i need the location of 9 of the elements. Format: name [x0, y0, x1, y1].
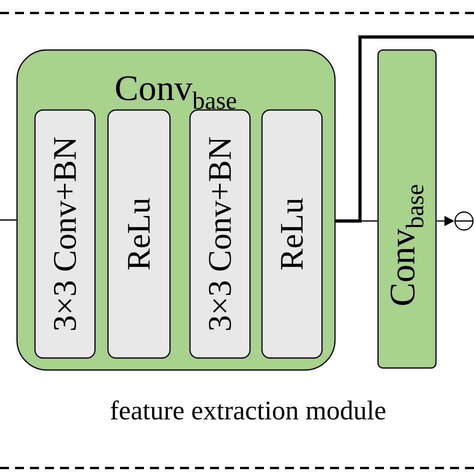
- layer-box: ReLu: [107, 109, 171, 359]
- module-caption: feature extraction module: [110, 400, 386, 420]
- connector-line: [336, 35, 474, 223]
- layer-box: Conv$_{base}$: [377, 49, 437, 369]
- connector-line: [0, 219, 16, 221]
- layer-box: 3×3 Conv+BN: [34, 109, 96, 359]
- layer-box: ReLu: [261, 109, 323, 359]
- sum-circle: [454, 211, 474, 231]
- layer-box: 3×3 Conv+BN: [189, 109, 251, 359]
